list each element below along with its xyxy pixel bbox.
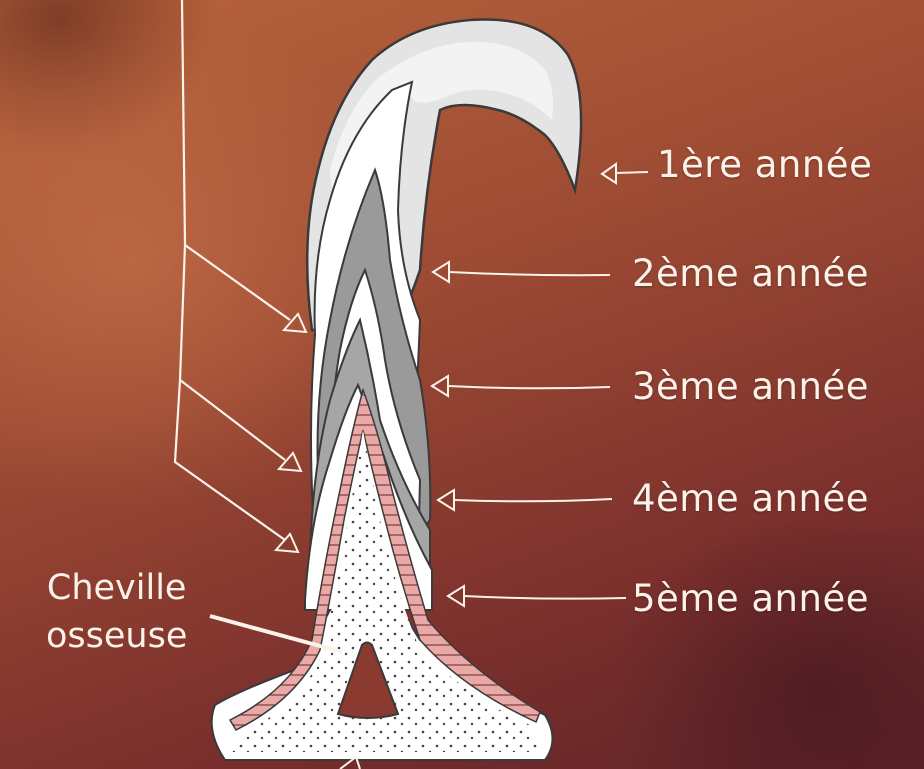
growth-label-year-1: 1ère année <box>657 143 872 186</box>
bone-core-label-line-2: osseuse <box>46 612 187 660</box>
growth-label-year-3: 3ème année <box>632 365 869 408</box>
growth-label-year-4: 4ème année <box>632 477 869 520</box>
growth-ring-marker-icon <box>276 314 306 552</box>
bone-core-label-line-1: Cheville <box>46 564 187 612</box>
growth-label-year-2: 2ème année <box>632 252 869 295</box>
bone-core-label: Cheville osseuse <box>46 564 187 660</box>
growth-label-year-5: 5ème année <box>632 577 869 620</box>
year-bracket-lines <box>175 0 290 540</box>
